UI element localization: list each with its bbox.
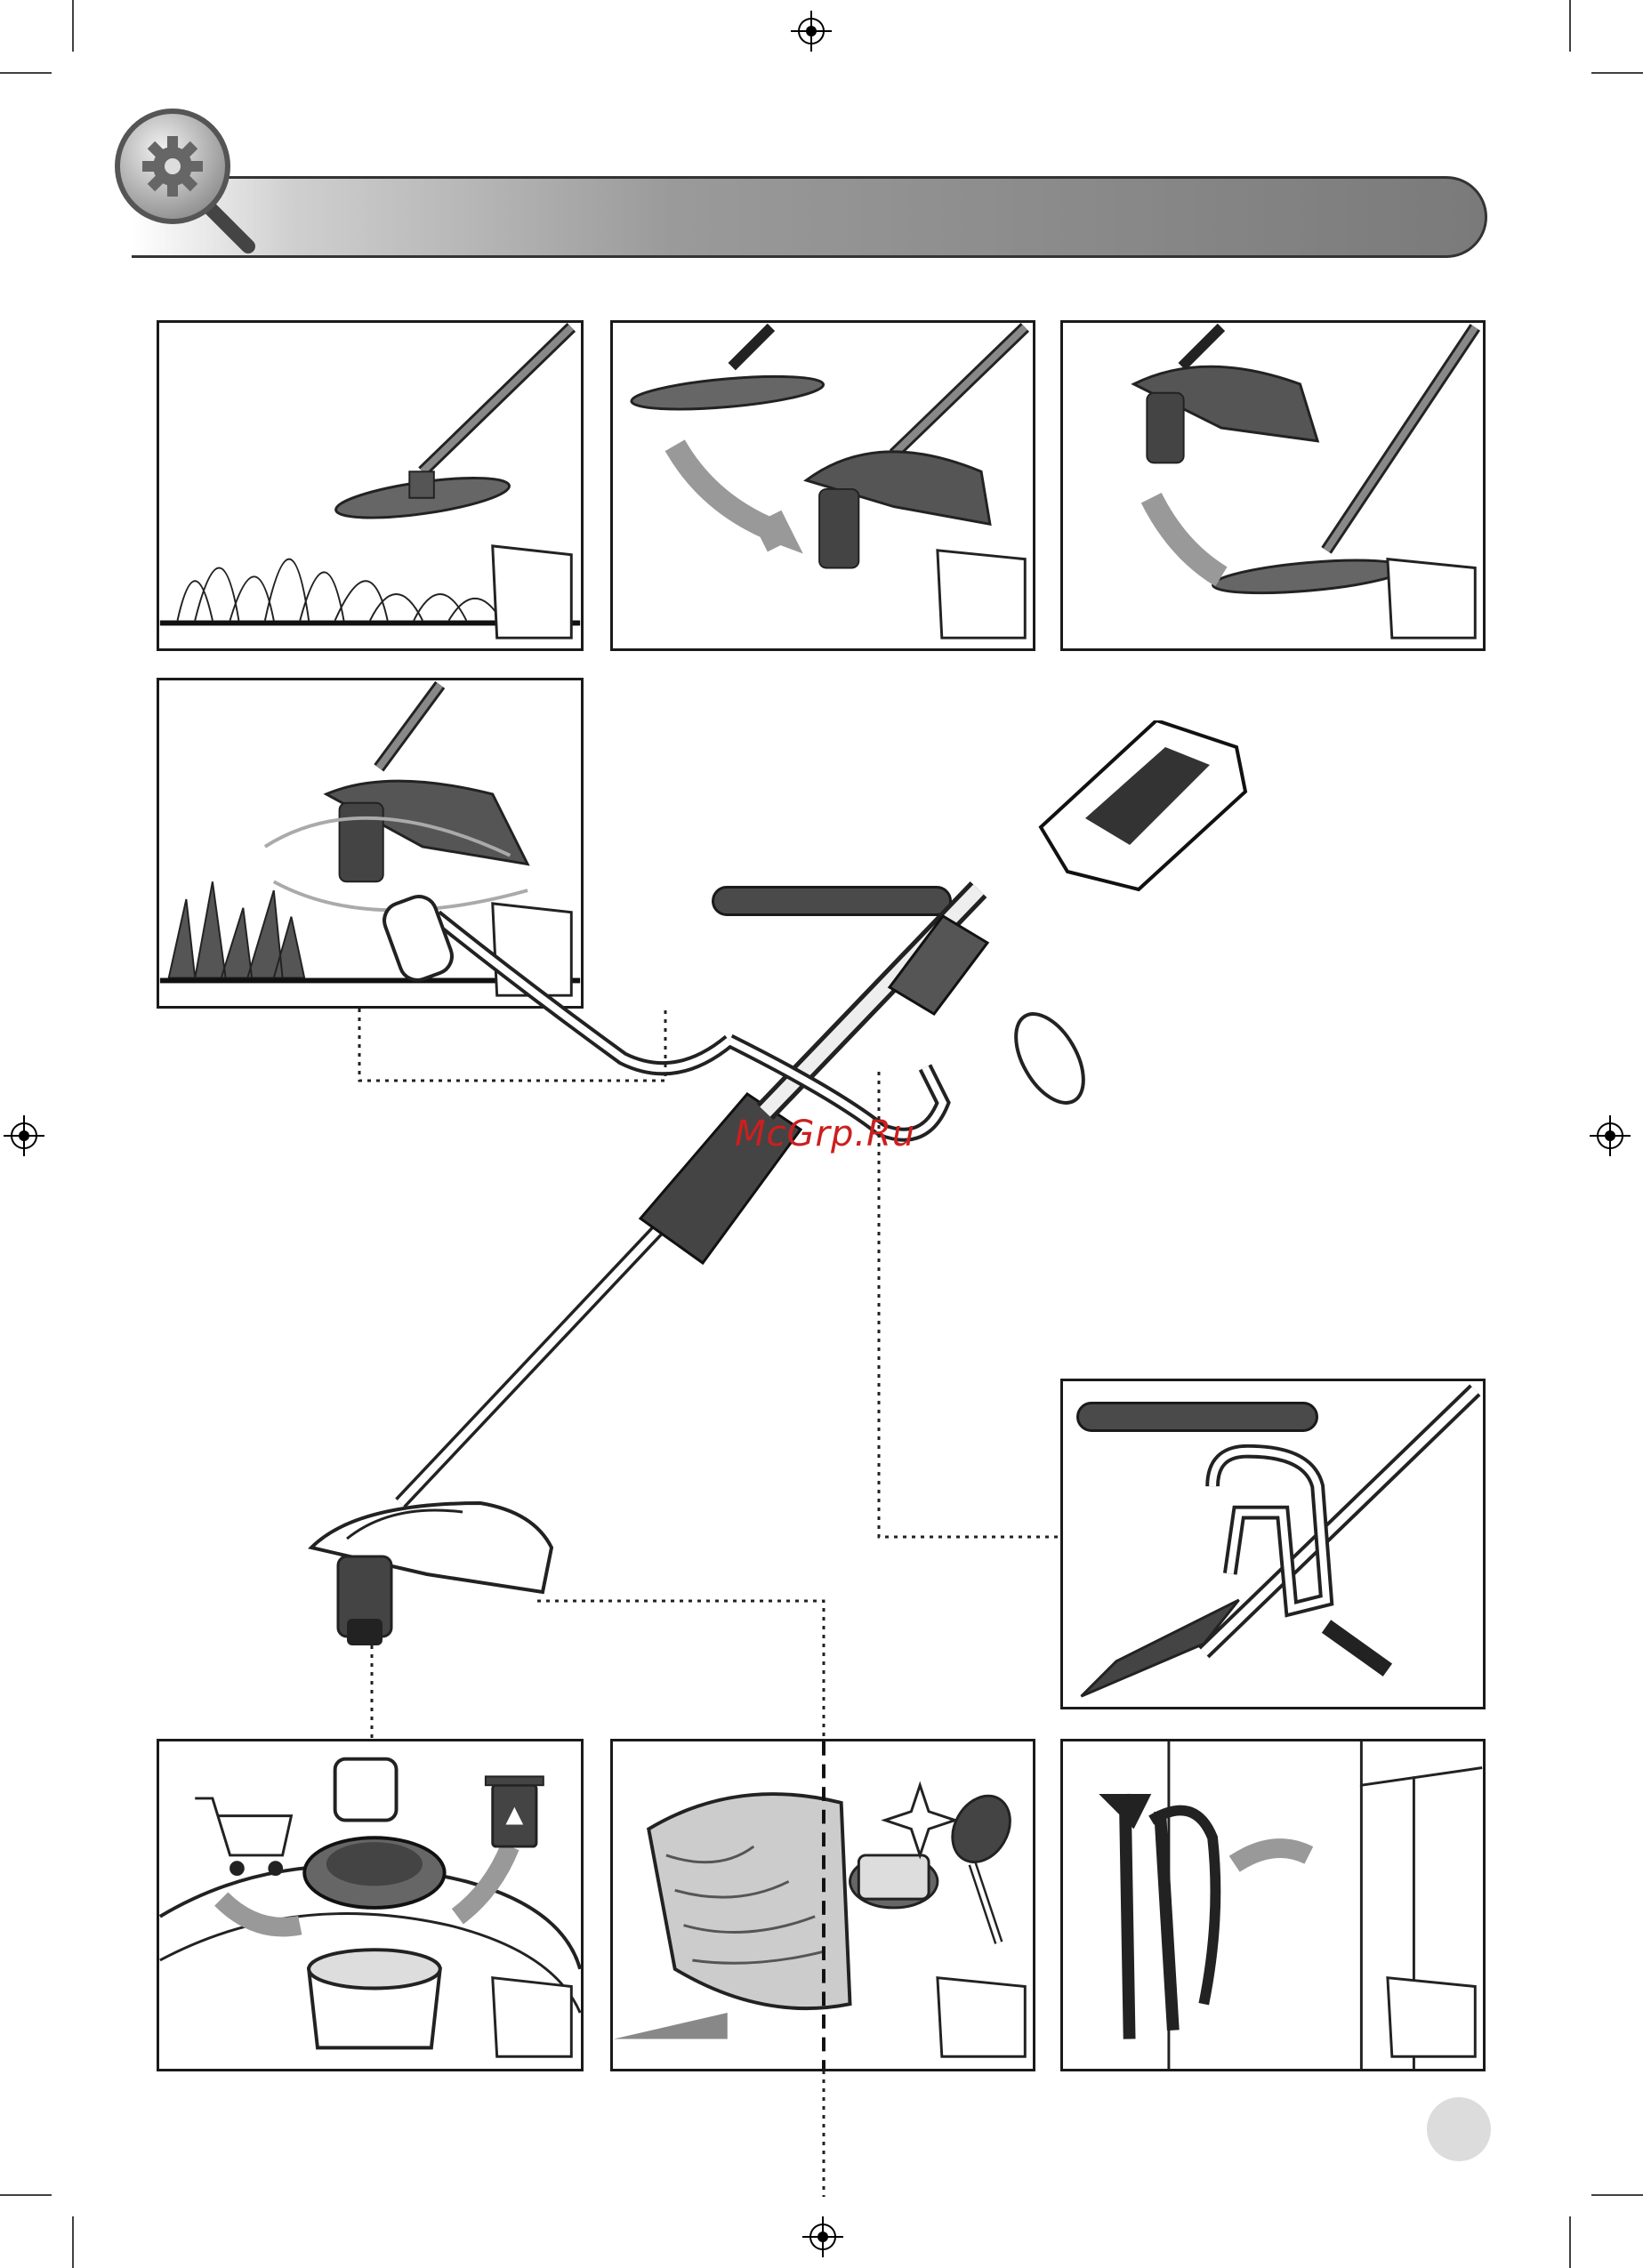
recycle-bin-icon xyxy=(486,1776,544,1846)
panel-guard-cleaning xyxy=(610,1739,1035,2071)
page-number-badge xyxy=(1427,2097,1491,2161)
handle-label-pill xyxy=(1076,1402,1318,1432)
panel-spool-replacement xyxy=(157,1739,584,2071)
panel-wall-storage xyxy=(1060,1739,1486,2071)
brush-icon xyxy=(941,1786,1021,1943)
shopping-cart-icon xyxy=(195,1798,291,1875)
